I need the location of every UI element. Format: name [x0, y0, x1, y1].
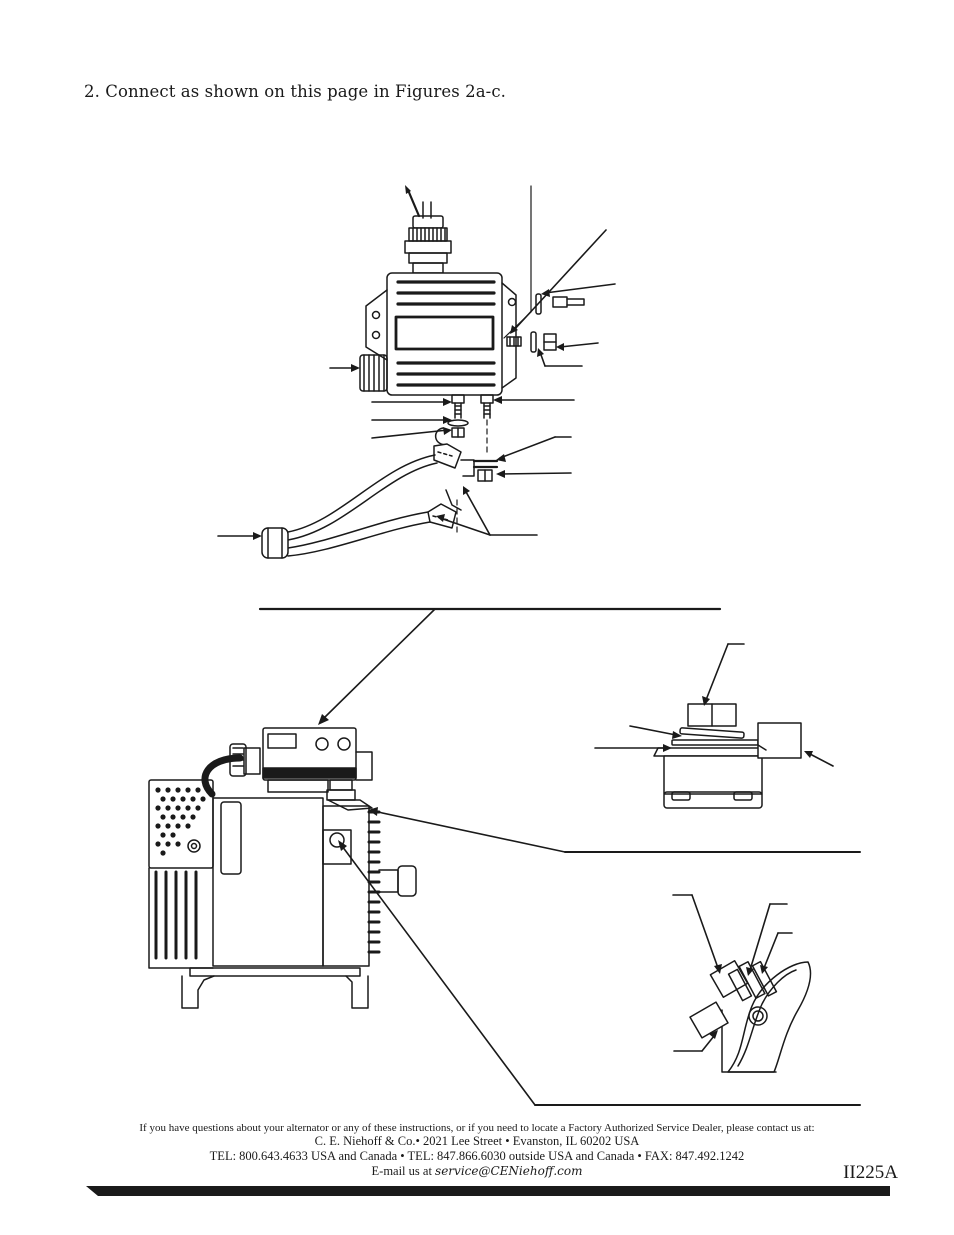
document-number: II225A	[843, 1162, 898, 1183]
alternator-assembly-diagram	[148, 727, 417, 1009]
terminal-angled-detail	[672, 894, 812, 1073]
footer-address: C. E. Niehoff & Co.• 2021 Lee Street • E…	[314, 1134, 640, 1148]
footer-email-line: E-mail us at service@CENiehoff.com	[0, 1164, 954, 1179]
footer-email-link[interactable]: service@CENiehoff.com	[435, 1164, 583, 1178]
footer: If you have questions about your alterna…	[0, 1122, 954, 1179]
footer-question: If you have questions about your alterna…	[139, 1122, 815, 1134]
regulator-exploded-diagram	[217, 185, 616, 559]
footer-email-prefix: E-mail us at	[371, 1164, 436, 1178]
instruction-text: 2. Connect as shown on this page in Figu…	[84, 82, 506, 101]
terminal-stack-detail	[594, 643, 834, 809]
footer-phone: TEL: 800.643.4633 USA and Canada • TEL: …	[209, 1149, 745, 1163]
